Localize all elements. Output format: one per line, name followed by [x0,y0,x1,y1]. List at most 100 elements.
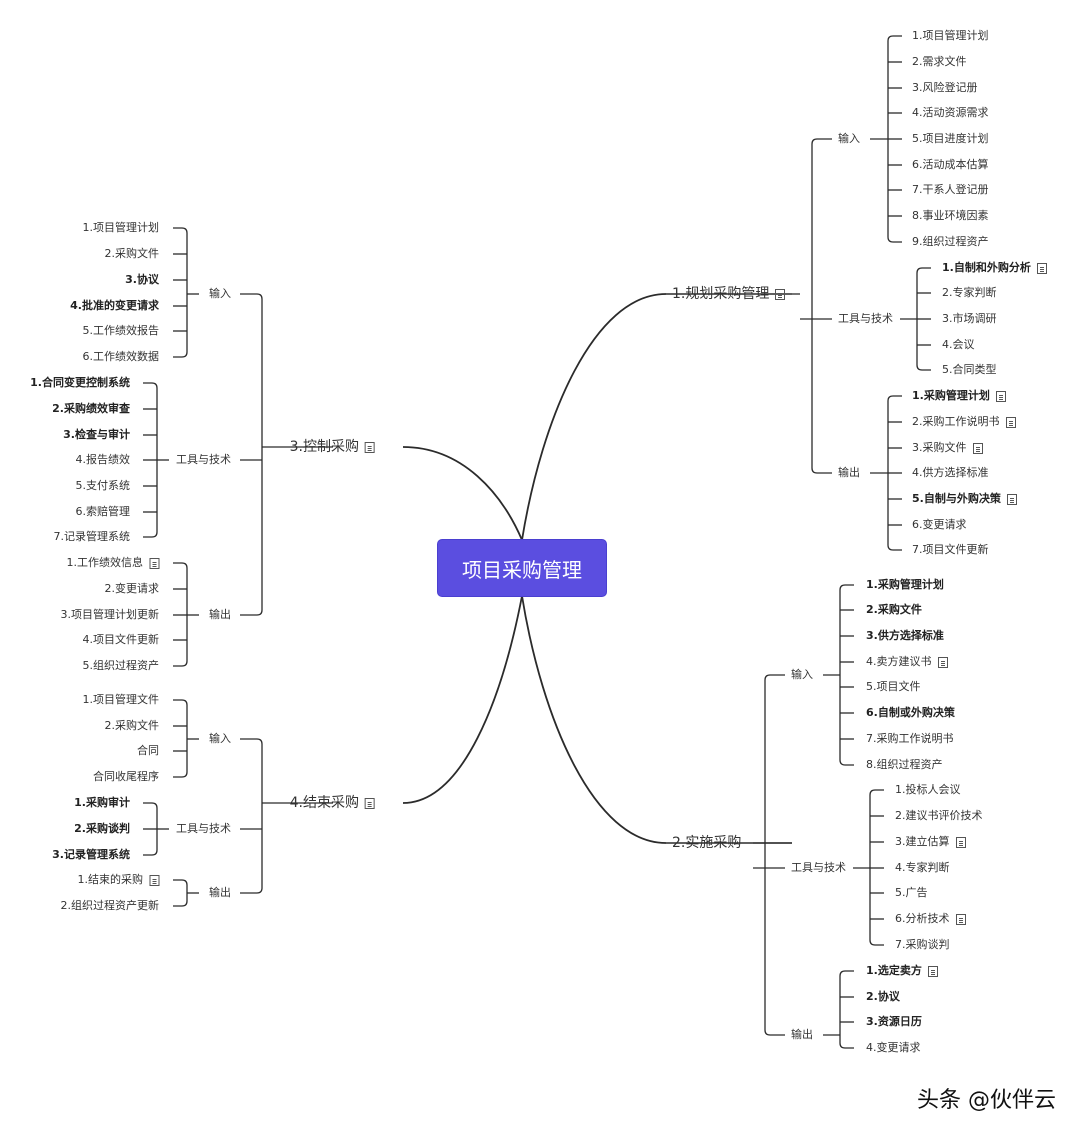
group-input-2[interactable]: 输入 [791,668,813,682]
branch-1[interactable]: 1.规划采购管理 [672,285,786,303]
item-2-1-6[interactable]: 6.自制或外购决策 [866,706,955,720]
item-1-3-6[interactable]: 6.变更请求 [912,518,967,532]
item-2-1-4[interactable]: 4.卖方建议书 [866,655,948,669]
item-1-1-7[interactable]: 7.干系人登记册 [912,183,989,197]
item-3-1-1[interactable]: 1.项目管理计划 [83,221,160,235]
item-1-2-3[interactable]: 3.市场调研 [942,312,997,326]
item-2-2-6[interactable]: 6.分析技术 [895,912,966,926]
item-2-3-1[interactable]: 1.选定卖方 [866,964,938,978]
item-2-1-3[interactable]: 3.供方选择标准 [866,629,944,643]
item-4-1-4[interactable]: 合同收尾程序 [93,770,159,784]
note-icon[interactable] [149,874,159,886]
item-1-1-1[interactable]: 1.项目管理计划 [912,29,989,43]
item-1-1-2[interactable]: 2.需求文件 [912,55,967,69]
item-2-3-2[interactable]: 2.协议 [866,990,900,1004]
group-tools-1[interactable]: 工具与技术 [838,312,893,326]
item-2-1-7[interactable]: 7.采购工作说明书 [866,732,954,746]
branch-2[interactable]: 2.实施采购 [672,834,741,852]
group-tools-4[interactable]: 工具与技术 [176,822,231,836]
item-3-3-5[interactable]: 5.组织过程资产 [83,659,160,673]
group-input-3[interactable]: 输入 [209,287,231,301]
item-1-3-4[interactable]: 4.供方选择标准 [912,466,989,480]
note-icon[interactable] [955,836,966,848]
item-3-2-2[interactable]: 2.采购绩效审查 [52,402,130,416]
item-2-2-1[interactable]: 1.投标人会议 [895,783,961,797]
item-4-1-1[interactable]: 1.项目管理文件 [83,693,160,707]
item-3-2-6[interactable]: 6.索赔管理 [76,505,131,519]
note-icon[interactable] [1005,416,1016,428]
item-2-1-2[interactable]: 2.采购文件 [866,603,922,617]
item-3-1-3[interactable]: 3.协议 [125,273,159,287]
item-2-2-4[interactable]: 4.专家判断 [895,861,950,875]
item-3-2-5[interactable]: 5.支付系统 [76,479,131,493]
item-3-3-4[interactable]: 4.项目文件更新 [83,633,160,647]
item-1-3-3[interactable]: 3.采购文件 [912,441,983,455]
group-input-2-label: 输入 [791,668,813,681]
item-2-1-1[interactable]: 1.采购管理计划 [866,578,944,592]
group-output-3[interactable]: 输出 [209,608,231,622]
item-1-2-5[interactable]: 5.合同类型 [942,363,997,377]
item-2-2-5[interactable]: 5.广告 [895,886,928,900]
item-3-1-6[interactable]: 6.工作绩效数据 [83,350,160,364]
item-1-1-6[interactable]: 6.活动成本估算 [912,158,989,172]
note-icon[interactable] [775,288,786,300]
item-1-1-4[interactable]: 4.活动资源需求 [912,106,989,120]
item-3-2-3[interactable]: 3.检查与审计 [63,428,130,442]
item-1-2-2[interactable]: 2.专家判断 [942,286,997,300]
group-tools-2[interactable]: 工具与技术 [791,861,846,875]
item-3-3-3[interactable]: 3.项目管理计划更新 [61,608,160,622]
item-1-1-9[interactable]: 9.组织过程资产 [912,235,989,249]
item-1-3-1[interactable]: 1.采购管理计划 [912,389,1006,403]
item-3-2-4[interactable]: 4.报告绩效 [76,453,131,467]
item-3-1-5[interactable]: 5.工作绩效报告 [83,324,160,338]
item-1-3-7[interactable]: 7.项目文件更新 [912,543,989,557]
item-4-1-3[interactable]: 合同 [137,744,159,758]
branch-3[interactable]: 3.控制采购 [290,438,375,456]
item-4-2-1[interactable]: 1.采购审计 [74,796,130,810]
item-3-2-1[interactable]: 1.合同变更控制系统 [30,376,130,390]
item-4-3-2[interactable]: 2.组织过程资产更新 [61,899,160,913]
group-input-1[interactable]: 输入 [838,132,860,146]
note-icon[interactable] [1006,493,1017,505]
note-icon[interactable] [1036,262,1047,274]
item-4-3-1[interactable]: 1.结束的采购 [78,873,159,887]
note-icon[interactable] [955,913,966,925]
note-icon[interactable] [365,441,375,453]
item-2-1-8[interactable]: 8.组织过程资产 [866,758,943,772]
item-3-3-2[interactable]: 2.变更请求 [105,582,160,596]
item-1-1-3[interactable]: 3.风险登记册 [912,81,978,95]
note-icon[interactable] [927,965,938,977]
group-tools-3[interactable]: 工具与技术 [176,453,231,467]
item-2-2-7[interactable]: 7.采购谈判 [895,938,950,952]
group-output-1[interactable]: 输出 [838,466,860,480]
item-4-2-2[interactable]: 2.采购谈判 [74,822,130,836]
item-1-2-1[interactable]: 1.自制和外购分析 [942,261,1047,275]
item-2-3-3[interactable]: 3.资源日历 [866,1015,922,1029]
item-4-1-2[interactable]: 2.采购文件 [105,719,160,733]
item-3-3-1[interactable]: 1.工作绩效信息 [67,556,159,570]
note-icon[interactable] [972,442,983,454]
item-1-1-5[interactable]: 5.项目进度计划 [912,132,989,146]
group-input-4[interactable]: 输入 [209,732,231,746]
note-icon[interactable] [365,797,375,809]
connector-line [839,759,854,766]
item-2-2-3[interactable]: 3.建立估算 [895,835,966,849]
item-3-1-4[interactable]: 4.批准的变更请求 [70,299,159,313]
item-3-1-2[interactable]: 2.采购文件 [105,247,160,261]
group-output-4[interactable]: 输出 [209,886,231,900]
item-4-2-3[interactable]: 3.记录管理系统 [52,848,130,862]
item-1-3-2[interactable]: 2.采购工作说明书 [912,415,1016,429]
item-3-2-7[interactable]: 7.记录管理系统 [54,530,131,544]
item-1-3-5[interactable]: 5.自制与外购决策 [912,492,1017,506]
item-1-2-4[interactable]: 4.会议 [942,338,975,352]
item-2-1-5[interactable]: 5.项目文件 [866,680,921,694]
item-1-1-8[interactable]: 8.事业环境因素 [912,209,989,223]
note-icon[interactable] [149,557,159,569]
center-topic[interactable]: 项目采购管理 [438,540,606,596]
item-2-3-4[interactable]: 4.变更请求 [866,1041,921,1055]
note-icon[interactable] [937,656,948,668]
item-2-2-2[interactable]: 2.建议书评价技术 [895,809,983,823]
group-output-2[interactable]: 输出 [791,1028,813,1042]
note-icon[interactable] [995,390,1006,402]
branch-4[interactable]: 4.结束采购 [290,794,375,812]
